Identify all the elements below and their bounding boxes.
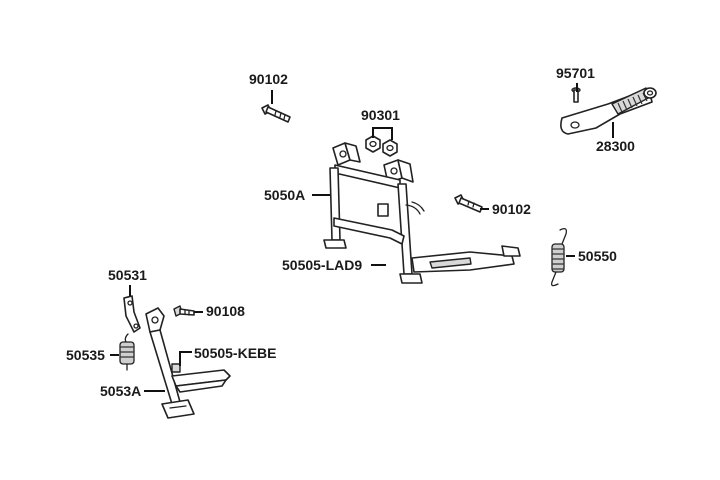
label-50505-LAD9: 50505-LAD9 <box>282 257 362 273</box>
label-5053A: 5053A <box>100 383 141 399</box>
side-stand-icon <box>145 307 231 419</box>
main-stand-icon <box>323 142 521 284</box>
kick-starter-arm-icon <box>560 87 657 135</box>
label-50531: 50531 <box>108 267 147 283</box>
label-50550: 50550 <box>578 248 617 264</box>
bolt-icon <box>261 104 291 123</box>
label-90301: 90301 <box>361 107 400 123</box>
bolt-icon <box>173 305 195 317</box>
leader-90301 <box>372 127 393 140</box>
label-28300: 28300 <box>596 138 635 154</box>
label-50505-KEBE: 50505-KEBE <box>194 345 277 361</box>
label-90102-right: 90102 <box>492 201 531 217</box>
label-50535: 50535 <box>66 347 105 363</box>
bracket-icon <box>123 295 141 333</box>
nut-icon <box>365 135 398 157</box>
label-5050A: 5050A <box>264 187 305 203</box>
spring-icon <box>550 228 568 287</box>
leader-50505-KEBE <box>179 351 192 366</box>
label-90102-top: 90102 <box>249 71 288 87</box>
label-90108: 90108 <box>206 303 245 319</box>
label-95701: 95701 <box>556 65 595 81</box>
bolt-icon <box>454 194 483 213</box>
spring-icon <box>119 333 135 371</box>
